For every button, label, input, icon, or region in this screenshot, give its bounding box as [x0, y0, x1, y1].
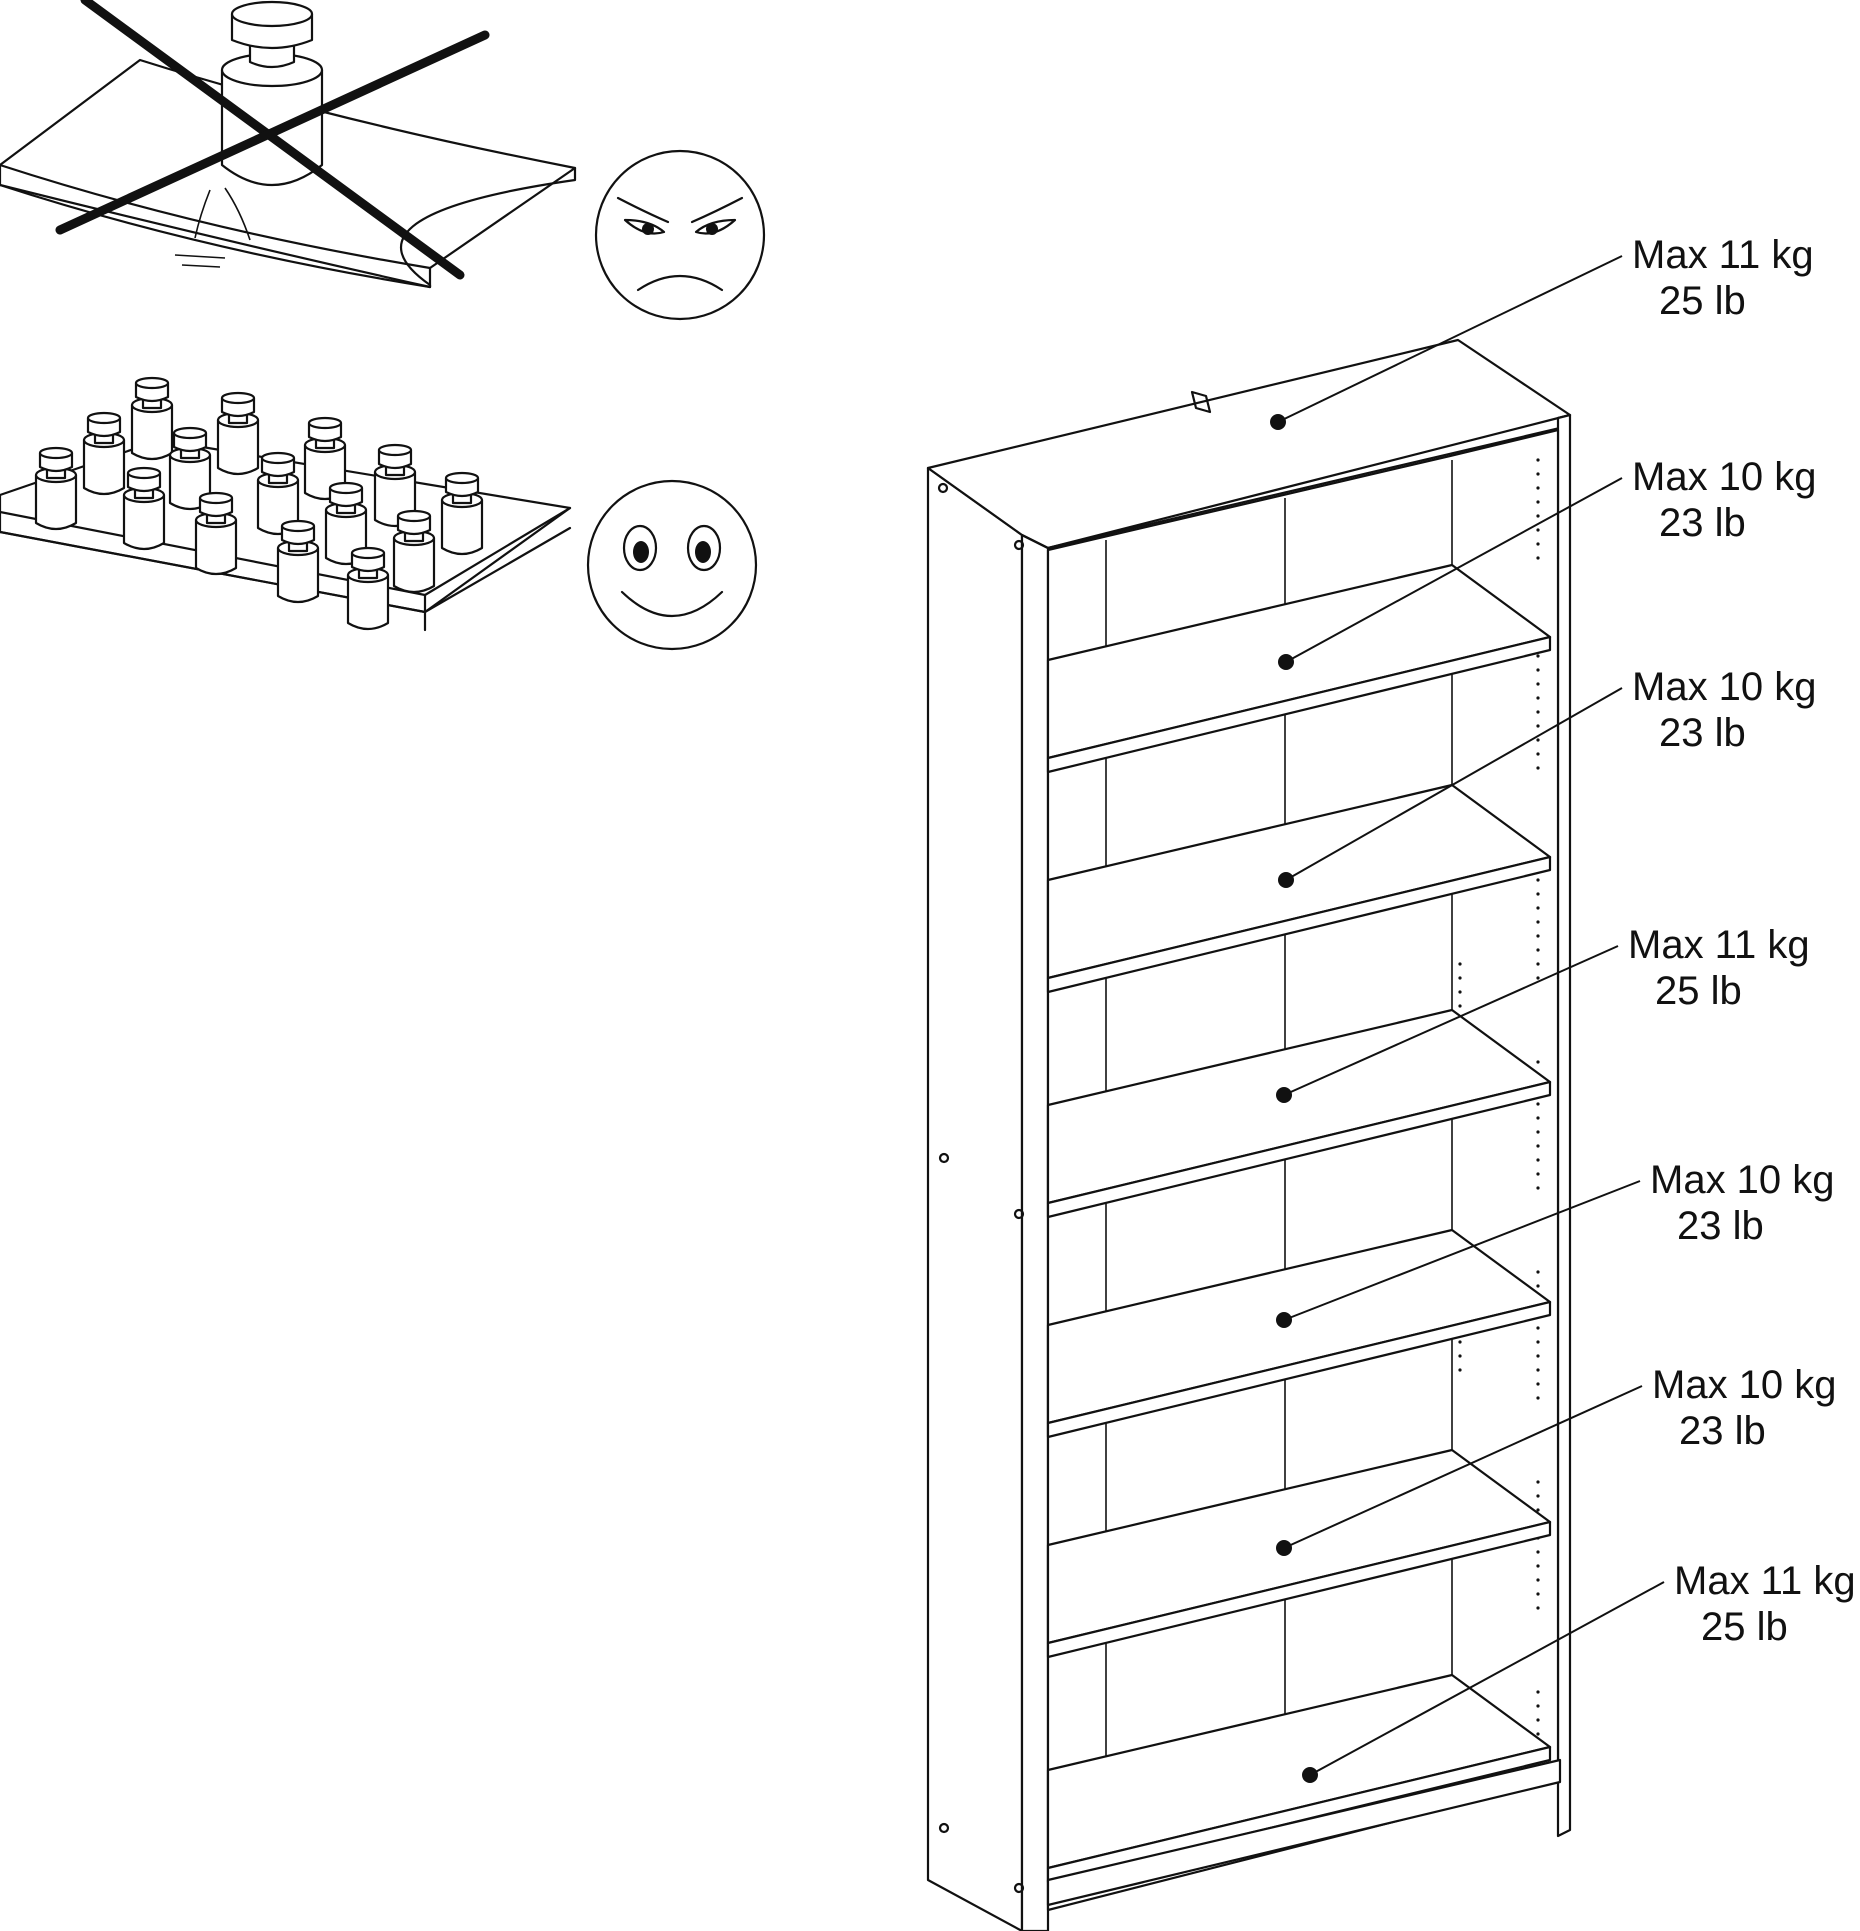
small-weight-icon [276, 519, 320, 604]
distributed-weights-on-shelf-icon [0, 376, 572, 632]
max-load-kg: Max 11 kg [1628, 923, 1810, 967]
small-weight-icon [440, 471, 484, 556]
max-load-lb: 25 lb [1701, 1605, 1788, 1649]
angry-face-icon [594, 149, 766, 321]
small-weight-icon [34, 446, 78, 531]
overload-example [0, 0, 577, 289]
max-load-kg: Max 11 kg [1674, 1559, 1856, 1603]
load-point-dot [1276, 1087, 1292, 1103]
shelf [1046, 1673, 1552, 1884]
max-load-lb: 23 lb [1679, 1409, 1766, 1453]
max-load-lb: 25 lb [1659, 279, 1746, 323]
load-point-dot [1276, 1312, 1292, 1328]
max-load-kg: Max 11 kg [1632, 233, 1814, 277]
small-weight-icon [130, 376, 174, 461]
max-load-kg: Max 10 kg [1632, 455, 1817, 499]
max-load-lb: 23 lb [1677, 1204, 1764, 1248]
max-load-lb: 23 lb [1659, 501, 1746, 545]
max-load-kg: Max 10 kg [1652, 1363, 1837, 1407]
small-weight-icon [392, 509, 436, 594]
small-weight-icon [346, 546, 390, 631]
happy-face-icon [586, 479, 758, 651]
shelf [1046, 563, 1552, 774]
small-weight-icon [82, 411, 126, 496]
small-weight-icon [216, 391, 260, 476]
max-load-kg: Max 10 kg [1632, 665, 1817, 709]
small-weight-icon [122, 466, 166, 551]
load-point-dot [1270, 414, 1286, 430]
load-point-dot [1276, 1540, 1292, 1556]
prohibited-cross-icon [55, 0, 490, 280]
max-load-kg: Max 10 kg [1650, 1158, 1835, 1202]
shelf [1046, 1448, 1552, 1659]
load-point-dot [1278, 654, 1294, 670]
max-load-lb: 25 lb [1655, 969, 1742, 1013]
load-point-dot [1302, 1767, 1318, 1783]
shelf [1046, 1228, 1552, 1439]
max-load-lb: 23 lb [1659, 711, 1746, 755]
small-weight-icon [256, 451, 300, 536]
load-point-dot [1278, 872, 1294, 888]
small-weight-icon [168, 426, 212, 511]
shelf [1046, 783, 1552, 994]
shelf [1046, 1008, 1552, 1219]
bookcase-icon [926, 338, 1572, 1931]
small-weight-icon [194, 491, 238, 576]
